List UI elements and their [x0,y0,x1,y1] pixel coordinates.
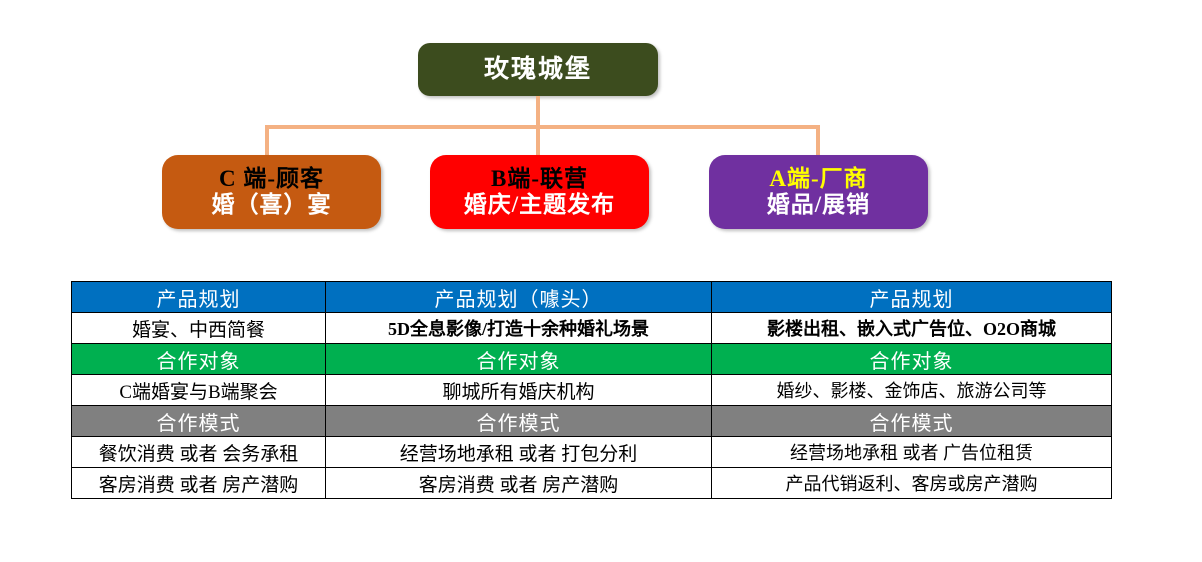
matrix-cell: 客房消费 或者 房产潜购 [71,467,326,499]
matrix-header-cell: 合作对象 [711,343,1112,375]
matrix-cell: 5D全息影像/打造十余种婚礼场景 [325,312,712,344]
matrix-cell: 影楼出租、嵌入式广告位、O2O商城 [711,312,1112,344]
matrix-data-row: C端婚宴与B端聚会聊城所有婚庆机构婚纱、影楼、金饰店、旅游公司等 [71,374,1112,406]
matrix-header-cell: 产品规划 [71,281,326,313]
matrix-header-row: 合作对象合作对象合作对象 [71,343,1112,375]
connector-drop-right [816,125,820,156]
org-node-alliance-subtitle: 婚庆/主题发布 [463,191,616,217]
matrix-header-cell: 合作模式 [325,405,712,437]
matrix-header-cell: 合作模式 [71,405,326,437]
matrix-data-row: 客房消费 或者 房产潜购客房消费 或者 房产潜购产品代销返利、客房或房产潜购 [71,467,1112,499]
org-node-vendor-subtitle: 婚品/展销 [766,191,871,217]
matrix-cell: 婚宴、中西简餐 [71,312,326,344]
org-node-root[interactable]: 玫瑰城堡 [418,43,658,96]
connector-drop-middle [536,125,540,156]
matrix-cell: 餐饮消费 或者 会务承租 [71,436,326,468]
connector-horizontal-bar [265,125,820,129]
matrix-header-cell: 合作对象 [71,343,326,375]
connector-drop-left [265,125,269,156]
matrix-header-row: 产品规划产品规划（噱头）产品规划 [71,281,1112,313]
matrix-cell: 婚纱、影楼、金饰店、旅游公司等 [711,374,1112,406]
matrix-header-row: 合作模式合作模式合作模式 [71,405,1112,437]
connector-stem-top [536,96,540,127]
org-node-root-label: 玫瑰城堡 [483,55,592,83]
matrix-header-cell: 产品规划（噱头） [325,281,712,313]
matrix-cell: 聊城所有婚庆机构 [325,374,712,406]
matrix-cell: 经营场地承租 或者 打包分利 [325,436,712,468]
matrix-header-cell: 产品规划 [711,281,1112,313]
matrix-header-cell: 合作模式 [711,405,1112,437]
org-node-alliance-title: B端-联营 [491,165,588,191]
org-node-customer[interactable]: C 端-顾客 婚（喜）宴 [162,155,381,229]
matrix-cell: 客房消费 或者 房产潜购 [325,467,712,499]
org-node-alliance[interactable]: B端-联营 婚庆/主题发布 [430,155,649,229]
matrix-cell: 经营场地承租 或者 广告位租赁 [711,436,1112,468]
matrix-header-cell: 合作对象 [325,343,712,375]
matrix-cell: 产品代销返利、客房或房产潜购 [711,467,1112,499]
org-node-vendor-title: A端-厂商 [769,165,868,191]
org-node-customer-subtitle: 婚（喜）宴 [211,191,332,217]
matrix-data-row: 餐饮消费 或者 会务承租经营场地承租 或者 打包分利经营场地承租 或者 广告位租… [71,436,1112,468]
org-node-customer-title: C 端-顾客 [218,165,325,191]
org-node-vendor[interactable]: A端-厂商 婚品/展销 [709,155,928,229]
matrix-cell: C端婚宴与B端聚会 [71,374,326,406]
